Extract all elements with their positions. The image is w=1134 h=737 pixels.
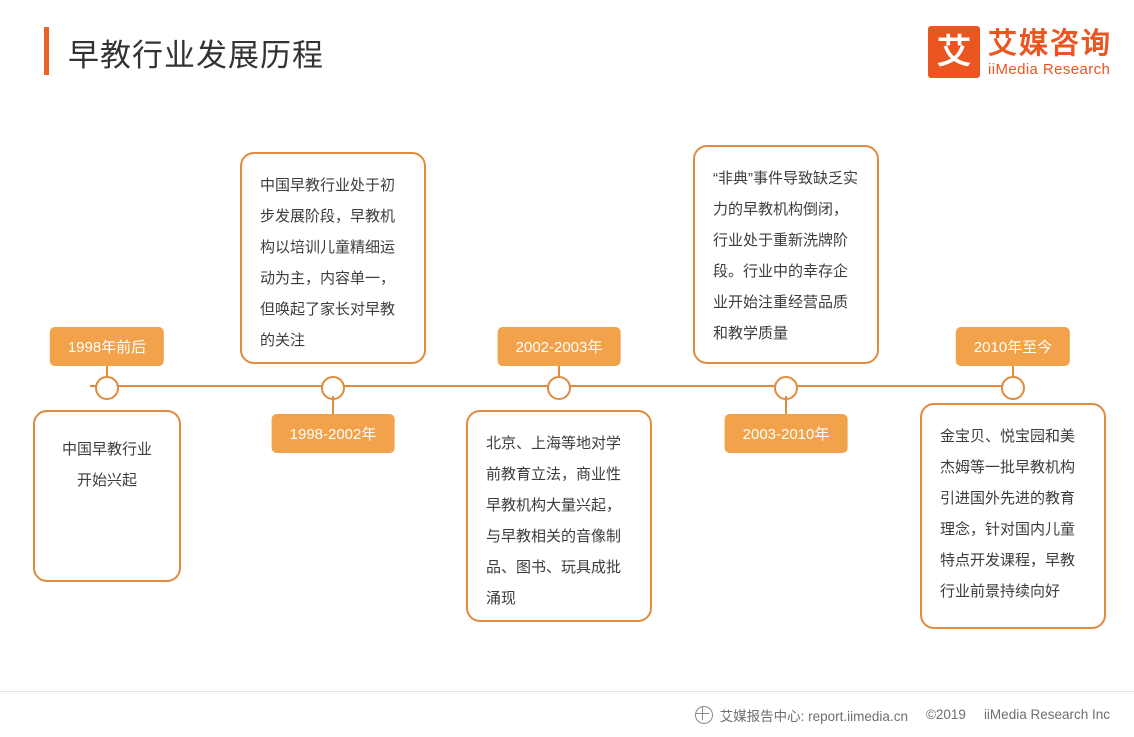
footer-copyright: ©2019 bbox=[925, 707, 966, 722]
timeline-card-text-1: 中国早教行业 开始兴起 bbox=[61, 441, 152, 489]
logo-text: 艾媒咨询 iiMedia Research bbox=[988, 26, 1112, 80]
timeline-pill-2[interactable]: 1998-2002年 bbox=[271, 414, 395, 453]
timeline-node-dot-3 bbox=[547, 376, 571, 400]
timeline-card-text-4: “非典”事件导致缺乏实力的早教机构倒闭，行业处于重新洗牌阶段。行业中的幸存企业开… bbox=[713, 170, 858, 342]
timeline-node-dot-1 bbox=[95, 376, 119, 400]
page-title: 早教行业发展历程 bbox=[68, 38, 324, 73]
page-footer: 艾媒报告中心: report.iimedia.cn ©2019 iiMedia … bbox=[0, 691, 1134, 737]
timeline-connector-2 bbox=[332, 396, 334, 414]
logo-name-cn: 艾媒咨询 bbox=[987, 28, 1112, 60]
timeline-connector-4 bbox=[785, 396, 787, 414]
timeline-card-3: 北京、上海等地对学前教育立法，商业性早教机构大量兴起，与早教相关的音像制品、图书… bbox=[466, 410, 652, 622]
timeline-card-5: 金宝贝、悦宝园和美杰姆等一批早教机构引进国外先进的教育理念，针对国内儿童特点开发… bbox=[920, 403, 1106, 629]
timeline-card-4: “非典”事件导致缺乏实力的早教机构倒闭，行业处于重新洗牌阶段。行业中的幸存企业开… bbox=[693, 145, 879, 364]
title-accent-bar bbox=[44, 27, 49, 75]
timeline: 1998年前后 中国早教行业 开始兴起 1998-2002年 中国早教行业处于初… bbox=[33, 145, 1106, 629]
timeline-card-1: 中国早教行业 开始兴起 bbox=[33, 410, 181, 582]
globe-icon bbox=[694, 705, 713, 724]
footer-source: 艾媒报告中心: report.iimedia.cn bbox=[719, 708, 908, 724]
footer-company: iiMedia Research Inc bbox=[983, 707, 1110, 722]
timeline-pill-1[interactable]: 1998年前后 bbox=[49, 327, 165, 366]
timeline-card-text-5: 金宝贝、悦宝园和美杰姆等一批早教机构引进国外先进的教育理念，针对国内儿童特点开发… bbox=[940, 428, 1076, 600]
timeline-pill-3[interactable]: 2002-2003年 bbox=[497, 327, 621, 366]
timeline-pill-5[interactable]: 2010年至今 bbox=[955, 327, 1071, 366]
timeline-card-text-2: 中国早教行业处于初步发展阶段，早教机构以培训儿童精细运动为主，内容单一，但唤起了… bbox=[260, 177, 396, 349]
logo: 艾 艾媒咨询 iiMedia Research bbox=[927, 26, 1112, 80]
logo-name-en: iiMedia Research bbox=[987, 61, 1111, 78]
logo-mark-icon: 艾 bbox=[927, 26, 980, 78]
timeline-card-text-3: 北京、上海等地对学前教育立法，商业性早教机构大量兴起，与早教相关的音像制品、图书… bbox=[486, 435, 622, 607]
timeline-pill-4[interactable]: 2003-2010年 bbox=[724, 414, 848, 453]
timeline-node-dot-5 bbox=[1001, 376, 1025, 400]
page-header: 早教行业发展历程 艾 艾媒咨询 iiMedia Research bbox=[0, 0, 1134, 110]
timeline-card-2: 中国早教行业处于初步发展阶段，早教机构以培训儿童精细运动为主，内容单一，但唤起了… bbox=[240, 152, 426, 364]
